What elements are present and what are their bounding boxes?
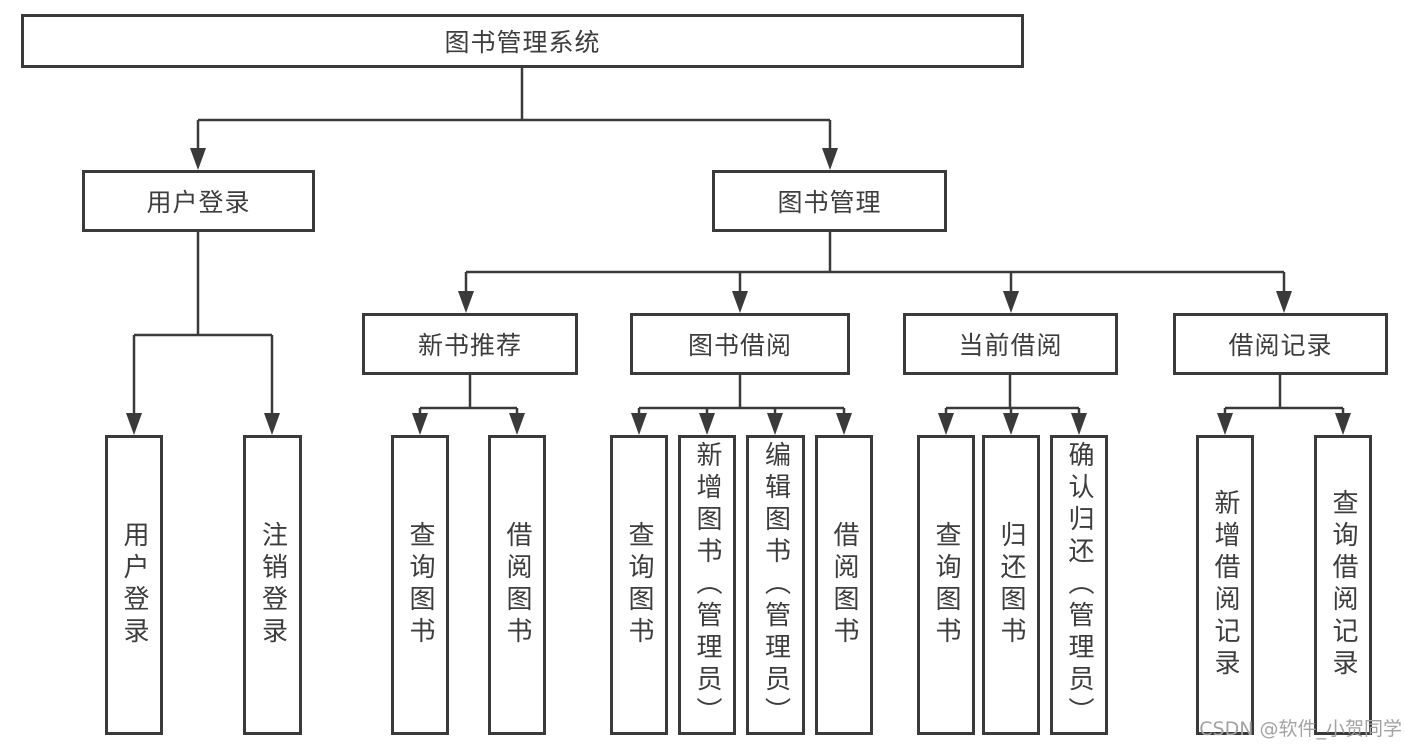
node-label: 图书管理系统 — [444, 28, 601, 57]
node-book-management: 图书管理 — [712, 170, 947, 232]
node-label: 归还图书 — [996, 521, 1026, 649]
leaf-add-book-admin: 新增图书（管理员） — [678, 435, 736, 735]
node-label: 注销登录 — [257, 521, 288, 649]
node-label: 查询图书 — [405, 521, 435, 649]
node-label: 图书借阅 — [687, 331, 792, 360]
node-label: 查询图书 — [624, 521, 654, 649]
node-root-library-system: 图书管理系统 — [21, 14, 1024, 68]
leaf-return-book: 归还图书 — [982, 435, 1040, 735]
leaf-query-books-recommend: 查询图书 — [391, 435, 449, 735]
leaf-borrow-books-recommend: 借阅图书 — [488, 435, 546, 735]
leaf-borrow-books: 借阅图书 — [815, 435, 873, 735]
node-label: 用户登录 — [146, 188, 251, 217]
node-user-login: 用户登录 — [82, 170, 315, 232]
leaf-add-borrow-record: 新增借阅记录 — [1196, 435, 1254, 735]
csdn-watermark: CSDN @软件_小贺同学 — [1199, 718, 1402, 740]
node-label: 用户登录 — [119, 521, 149, 649]
node-label: 新增图书（管理员） — [692, 441, 722, 729]
leaf-user-login: 用户登录 — [105, 435, 163, 735]
node-label: 编辑图书（管理员） — [760, 441, 791, 729]
leaf-edit-book-admin: 编辑图书（管理员） — [746, 435, 805, 735]
node-label: 当前借阅 — [958, 331, 1063, 360]
node-current-borrow: 当前借阅 — [903, 313, 1118, 375]
node-label: 确认归还（管理员） — [1064, 441, 1094, 729]
node-book-borrow: 图书借阅 — [630, 313, 850, 375]
leaf-query-books-current: 查询图书 — [917, 435, 975, 735]
node-label: 新增借阅记录 — [1210, 489, 1240, 681]
node-new-book-recommend: 新书推荐 — [362, 313, 578, 375]
node-label: 新书推荐 — [417, 331, 522, 360]
node-label: 借阅图书 — [829, 521, 859, 649]
node-borrow-records: 借阅记录 — [1173, 313, 1388, 375]
leaf-confirm-return-admin: 确认归还（管理员） — [1050, 435, 1108, 735]
node-label: 借阅记录 — [1228, 331, 1333, 360]
node-label: 查询图书 — [931, 521, 961, 649]
leaf-query-books-borrow: 查询图书 — [610, 435, 668, 735]
leaf-query-borrow-record: 查询借阅记录 — [1314, 435, 1372, 735]
node-label: 图书管理 — [777, 188, 882, 217]
node-label: 借阅图书 — [502, 521, 532, 649]
node-label: 查询借阅记录 — [1328, 489, 1358, 681]
leaf-logout: 注销登录 — [243, 435, 302, 735]
